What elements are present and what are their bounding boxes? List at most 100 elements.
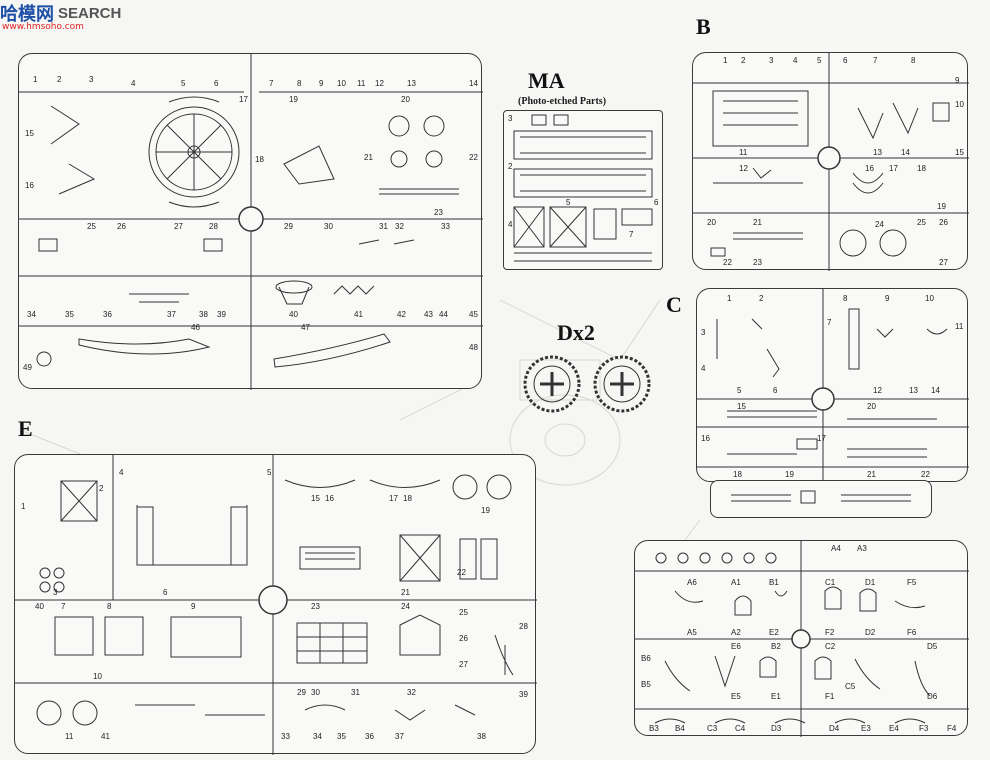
part-number: 22 <box>921 470 930 479</box>
part-number: 10 <box>93 672 102 681</box>
part-number: 18 <box>733 470 742 479</box>
part-number: 37 <box>167 310 176 319</box>
part-number: 38 <box>199 310 208 319</box>
part-number: 2 <box>741 56 746 65</box>
part-number: E4 <box>889 724 899 733</box>
part-number: 48 <box>469 343 478 352</box>
sprue-b-frame: 1 2 3 4 5 6 7 8 9 10 11 12 13 14 15 16 1… <box>692 52 969 271</box>
part-number: A4 <box>831 544 841 553</box>
part-number: 28 <box>209 222 218 231</box>
part-number: 5 <box>566 198 571 207</box>
part-number: 38 <box>477 732 486 741</box>
part-number: 16 <box>25 181 34 190</box>
part-number: D5 <box>927 642 938 651</box>
part-number: 33 <box>441 222 450 231</box>
part-number: 17 <box>239 95 248 104</box>
part-number: 3 <box>53 588 58 597</box>
part-number: 36 <box>365 732 374 741</box>
part-number: 32 <box>395 222 404 231</box>
part-number: 10 <box>337 79 346 88</box>
part-number: 14 <box>469 79 478 88</box>
part-number: 19 <box>937 202 946 211</box>
part-number: B6 <box>641 654 651 663</box>
part-number: 18 <box>255 155 264 164</box>
part-number: 11 <box>65 732 74 741</box>
watermark-logo: 哈模网 SEARCH <box>0 0 121 26</box>
part-number: B3 <box>649 724 659 733</box>
part-number: 1 <box>723 56 728 65</box>
part-number: 9 <box>955 76 960 85</box>
part-number: 1 <box>33 75 38 84</box>
part-number: 2 <box>57 75 62 84</box>
part-number: 41 <box>354 310 363 319</box>
part-number: C4 <box>735 724 746 733</box>
part-number: 34 <box>27 310 36 319</box>
sprue-ma-drawing <box>513 114 653 262</box>
part-number: 16 <box>325 494 334 503</box>
part-number: D6 <box>927 692 938 701</box>
part-number: F5 <box>907 578 917 587</box>
part-number: 13 <box>407 79 416 88</box>
part-number: 5 <box>737 386 742 395</box>
part-number: 13 <box>909 386 918 395</box>
part-number: 31 <box>351 688 360 697</box>
sprue-ma-letter: MA <box>528 68 565 93</box>
part-number: F4 <box>947 724 957 733</box>
part-number: 20 <box>867 402 876 411</box>
part-number: 12 <box>375 79 384 88</box>
sprue-ma-subtitle: (Photo-etched Parts) <box>518 96 607 107</box>
part-number: 42 <box>397 310 406 319</box>
part-number: 21 <box>401 588 410 597</box>
part-number: 11 <box>739 148 748 157</box>
sprue-f-drawing <box>635 541 969 737</box>
sprue-c-lower-drawing <box>731 490 911 504</box>
part-number: D1 <box>865 578 876 587</box>
part-number: E6 <box>731 642 741 651</box>
part-number: 19 <box>785 470 794 479</box>
part-number: 40 <box>35 602 44 611</box>
sprue-c-frame: 1 2 3 4 5 6 7 8 9 10 11 12 13 14 15 16 1… <box>696 288 969 483</box>
sprue-e-frame: 1 2 3 4 5 6 7 8 9 10 11 15 16 17 18 19 2… <box>14 454 537 755</box>
part-number: 8 <box>297 79 302 88</box>
part-number: 15 <box>25 129 34 138</box>
part-number: 39 <box>519 690 528 699</box>
part-number: 1 <box>21 502 26 511</box>
part-number: 1 <box>727 294 732 303</box>
part-number: 22 <box>723 258 732 267</box>
part-number: 10 <box>955 100 964 109</box>
part-number: 23 <box>753 258 762 267</box>
part-number: 5 <box>267 468 272 477</box>
part-number: 21 <box>364 153 373 162</box>
part-number: F6 <box>907 628 917 637</box>
part-number: 22 <box>457 568 466 577</box>
part-number: 5 <box>181 79 186 88</box>
part-number: 28 <box>519 622 528 631</box>
part-number: 24 <box>875 220 884 229</box>
part-number: 15 <box>311 494 320 503</box>
part-number: 39 <box>217 310 226 319</box>
part-number: 29 <box>297 688 306 697</box>
part-number: D2 <box>865 628 876 637</box>
part-number: 6 <box>214 79 219 88</box>
part-number: 3 <box>89 75 94 84</box>
part-number: 12 <box>873 386 882 395</box>
part-number: 6 <box>773 386 778 395</box>
part-number: 6 <box>163 588 168 597</box>
part-number: 37 <box>395 732 404 741</box>
part-number: E5 <box>731 692 741 701</box>
sprue-a-frame: 1 2 3 4 5 6 7 8 9 10 11 12 13 14 15 16 1… <box>18 53 483 390</box>
part-number: 25 <box>87 222 96 231</box>
part-number: 35 <box>65 310 74 319</box>
part-number: F3 <box>919 724 929 733</box>
sprue-e-drawing <box>15 455 537 755</box>
part-number: C3 <box>707 724 718 733</box>
part-number: 14 <box>901 148 910 157</box>
part-number: 3 <box>701 328 706 337</box>
part-number: B1 <box>769 578 779 587</box>
part-number: 32 <box>407 688 416 697</box>
sprue-d-tires <box>523 355 651 413</box>
part-number: 49 <box>23 363 32 372</box>
part-number: 17 <box>817 434 826 443</box>
part-number: 13 <box>873 148 882 157</box>
part-number: 3 <box>769 56 774 65</box>
